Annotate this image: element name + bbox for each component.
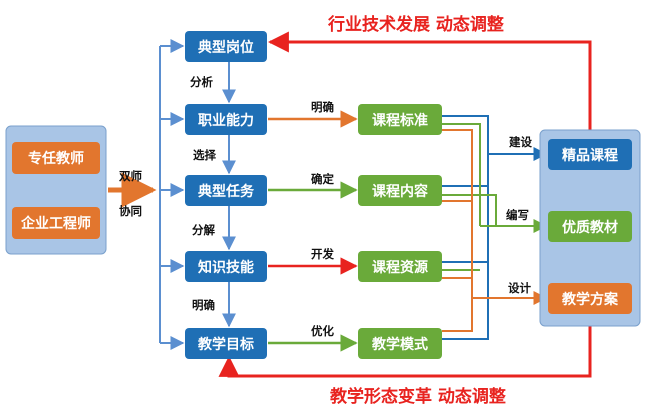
route-orange-4 <box>442 298 473 332</box>
center-link-3: 分解 <box>192 223 215 237</box>
output-box-2: 优质教材 <box>548 211 632 242</box>
center-link-1: 分析 <box>190 75 213 89</box>
center-box-4-label: 知识技能 <box>198 259 254 276</box>
course-box-1: 课程标准 <box>358 104 442 135</box>
output-box-1-label: 精品课程 <box>562 147 618 164</box>
course-link-4: 优化 <box>311 324 334 338</box>
course-box-4: 教学模式 <box>358 328 442 359</box>
center-box-5: 教学目标 <box>185 328 267 359</box>
center-box-3: 典型任务 <box>185 175 267 206</box>
output-label-1: 建设 <box>509 135 532 149</box>
route-green-2 <box>442 194 497 226</box>
center-link-4: 明确 <box>192 298 215 312</box>
course-box-4-label: 教学模式 <box>372 336 428 353</box>
course-box-3: 课程资源 <box>358 251 442 282</box>
center-box-3-label: 典型任务 <box>198 183 255 200</box>
top-feedback-arrow <box>267 31 592 130</box>
output-box-1: 精品课程 <box>548 139 632 170</box>
route-blue-1 <box>442 115 489 154</box>
output-box-2-label: 优质教材 <box>562 219 618 236</box>
bottom-feedback-arrow <box>218 326 592 378</box>
output-box-3: 教学方案 <box>548 283 632 314</box>
output-label-3: 设计 <box>508 281 531 295</box>
course-box-1-label: 课程标准 <box>372 112 428 129</box>
route-orange-1 <box>442 129 473 298</box>
engineer-box <box>12 207 100 239</box>
output-label-2: 编写 <box>506 208 529 222</box>
double-teacher-label-1: 双师 <box>118 169 142 183</box>
course-link-3: 开发 <box>311 247 334 261</box>
top-banner: 行业技术发展 动态调整 <box>327 14 504 35</box>
center-box-4: 知识技能 <box>185 251 267 282</box>
center-box-1: 典型岗位 <box>185 31 267 62</box>
teacher-box <box>12 142 100 174</box>
center-link-2: 选择 <box>193 148 216 162</box>
route-blue-4 <box>442 154 489 340</box>
center-box-5-label: 教学目标 <box>198 336 254 353</box>
bottom-banner: 教学形态变革 动态调整 <box>329 386 506 407</box>
teacher-label: 专任教师 <box>28 150 84 167</box>
course-link-1: 明确 <box>311 100 334 114</box>
course-box-2-label: 课程内容 <box>372 183 428 200</box>
route-green-1 <box>442 123 481 226</box>
center-box-2-label: 职业能力 <box>198 112 254 129</box>
center-box-2: 职业能力 <box>185 104 267 135</box>
engineer-label: 企业工程师 <box>20 215 91 232</box>
double-teacher-label-2: 协同 <box>119 204 142 218</box>
course-link-2: 确定 <box>311 172 334 186</box>
course-box-2: 课程内容 <box>358 175 442 206</box>
center-box-1-label: 典型岗位 <box>198 39 254 56</box>
course-box-3-label: 课程资源 <box>372 259 428 276</box>
output-box-3-label: 教学方案 <box>562 291 619 308</box>
